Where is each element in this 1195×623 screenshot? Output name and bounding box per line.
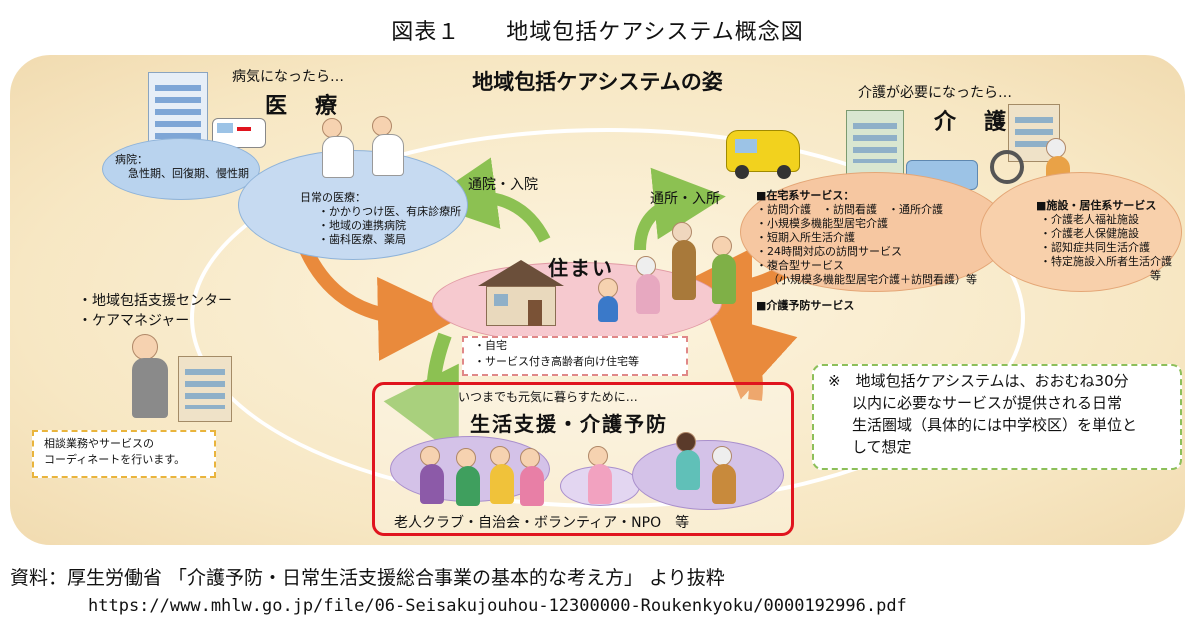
support-center-label: ・地域包括支援センター <box>78 293 232 309</box>
elderly-club-member-icon <box>520 448 544 506</box>
pharmacist-icon <box>372 116 404 176</box>
child-icon <box>598 278 618 322</box>
arrow-label-care-visit: 通所・入所 <box>650 191 720 207</box>
daily-medical-item-1: ・かかりつけ医、有床診療所 <box>318 205 462 218</box>
home-care-oval <box>740 172 1010 292</box>
support-center-callout <box>32 430 216 478</box>
wheelchair-icon <box>990 150 1024 184</box>
housing-type-serviced: ・サービス付き高齢者向け住宅等 <box>474 355 639 368</box>
home-service-4: ・24時間対応の訪問サービス <box>756 245 902 258</box>
note-line-1: ※ 地域包括ケアシステムは、おおむね30分 <box>828 372 1129 390</box>
callout-line-2: コーディネートを行います。 <box>44 453 186 466</box>
facility-service-3: ・認知症共同生活介護 <box>1040 241 1150 254</box>
housing-types-box <box>462 336 688 376</box>
grandmother-icon <box>636 256 660 314</box>
elderly-club-member-icon <box>490 446 514 504</box>
volunteer-icon <box>676 432 700 490</box>
care-manager-icon <box>132 334 168 418</box>
medical-trigger: 病気になったら… <box>232 69 344 85</box>
arrow-housing-to-medical <box>424 157 551 243</box>
note-line-4: して想定 <box>852 438 912 456</box>
exercising-woman-icon <box>588 446 612 504</box>
note-line-3: 生活圏域（具体的には中学校区）を単位と <box>852 416 1138 434</box>
medical-heading: 医 療 <box>265 94 341 119</box>
elderly-man-icon <box>712 236 736 304</box>
facility-service-4: ・特定施設入所者生活介護 <box>1040 255 1172 268</box>
home-services-heading: ■在宅系サービス： <box>756 189 855 202</box>
house-icon <box>478 260 564 326</box>
housing-type-home: ・自宅 <box>474 339 507 352</box>
facility-services-heading: ■施設・居住系サービス <box>1036 199 1157 212</box>
hospital-oval <box>102 138 260 200</box>
source-text: 資料：厚生労働省 「介護予防・日常生活支援総合事業の基本的な考え方」 より抜粋 <box>10 567 725 589</box>
source-url[interactable]: https://www.mhlw.go.jp/file/06-Seisakujo… <box>88 596 907 616</box>
home-service-3: ・短期入所生活介護 <box>756 231 855 244</box>
note-box <box>812 364 1182 470</box>
daily-medical-item-2: ・地域の連携病院 <box>318 219 406 232</box>
doctor-icon <box>322 118 354 178</box>
arrow-label-hospital-visit: 通院・入院 <box>468 177 538 193</box>
facility-service-1: ・介護老人福祉施設 <box>1040 213 1139 226</box>
hospital-types: 急性期、回復期、慢性期 <box>128 167 249 180</box>
elderly-club-member-icon <box>456 448 480 506</box>
prevention-heading: 生活支援・介護予防 <box>470 412 668 436</box>
prevention-footer: 老人クラブ・自治会・ボランティア・NPO 等 <box>394 515 690 531</box>
daily-medical-item-3: ・歯科医療、薬局 <box>318 233 406 246</box>
prevention-subtitle: いつまでも元気に暮らすために… <box>458 390 638 404</box>
facility-service-etc: 等 <box>1150 269 1161 282</box>
care-van-icon <box>726 130 800 179</box>
daily-medical-label: 日常の医療： <box>300 191 366 204</box>
arrow-housing-to-care <box>634 167 726 251</box>
home-service-1: ・訪問介護 ・訪問看護 ・通所介護 <box>756 203 943 216</box>
facility-care-oval <box>980 172 1182 292</box>
grandfather-icon <box>672 222 696 300</box>
prevention-service: ■介護予防サービス <box>756 299 855 312</box>
housing-heading: 住まい <box>548 256 614 280</box>
volunteer-oval <box>632 440 784 510</box>
elderly-club-member-icon <box>420 446 444 504</box>
hospital-label: 病院： <box>115 153 148 166</box>
connection-ring <box>190 128 1025 508</box>
home-service-2: ・小規模多機能型居宅介護 <box>756 217 888 230</box>
panel-title: 地域包括ケアシステムの姿 <box>472 70 723 94</box>
care-trigger: 介護が必要になったら… <box>858 85 1012 101</box>
callout-line-1: 相談業務やサービスの <box>44 437 154 450</box>
figure-title: 図表１ 地域包括ケアシステム概念図 <box>391 20 804 45</box>
support-center-building-icon <box>178 356 232 422</box>
care-heading: 介 護 <box>934 110 1010 135</box>
care-manager-label: ・ケアマネジャー <box>78 313 190 329</box>
arrow-prevention-to-housing <box>706 311 798 401</box>
note-line-2: 以内に必要なサービスが提供される日常 <box>852 394 1123 412</box>
care-facility-building-icon <box>846 110 904 176</box>
home-service-5: ・複合型サービス <box>756 259 844 272</box>
facility-service-2: ・介護老人保健施設 <box>1040 227 1139 240</box>
assisted-elder-icon <box>712 446 736 504</box>
home-service-6: （小規模多機能型居宅介護＋訪問看護）等 <box>768 273 977 286</box>
